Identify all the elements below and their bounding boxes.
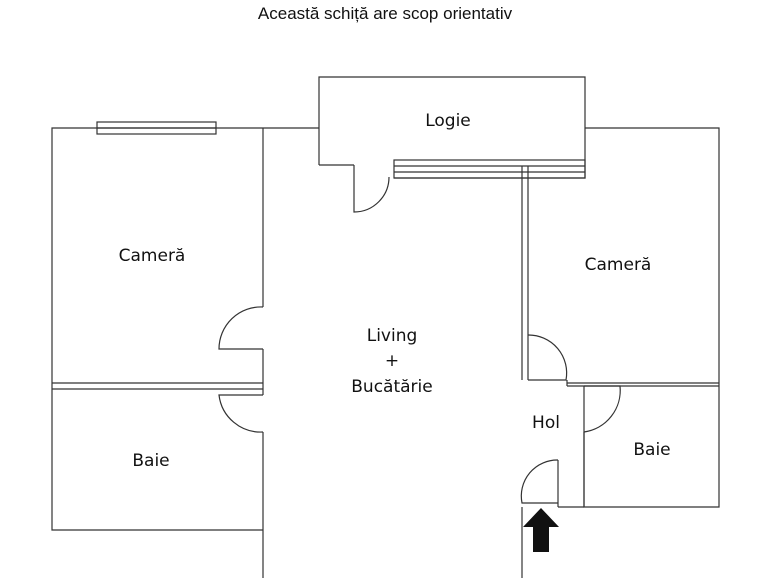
right-walls [521, 127, 720, 578]
room-label-baie-right: Baie [633, 440, 670, 460]
logie-walls [318, 76, 586, 179]
left-walls [51, 121, 319, 578]
plan-caption: Această schiță are scop orientativ [257, 4, 513, 23]
room-label-logie: Logie [425, 111, 471, 131]
room-label-bucatarie: Bucătărie [351, 377, 432, 397]
room-label-baie-left: Baie [132, 451, 169, 471]
room-label-camera-right: Cameră [585, 255, 652, 275]
doors [218, 165, 621, 504]
entrance-arrow-icon [523, 508, 559, 552]
room-label-camera-left: Cameră [119, 246, 186, 266]
room-label-living: Living [367, 326, 418, 346]
room-label-plus: + [385, 351, 399, 371]
room-label-hol: Hol [532, 413, 560, 433]
